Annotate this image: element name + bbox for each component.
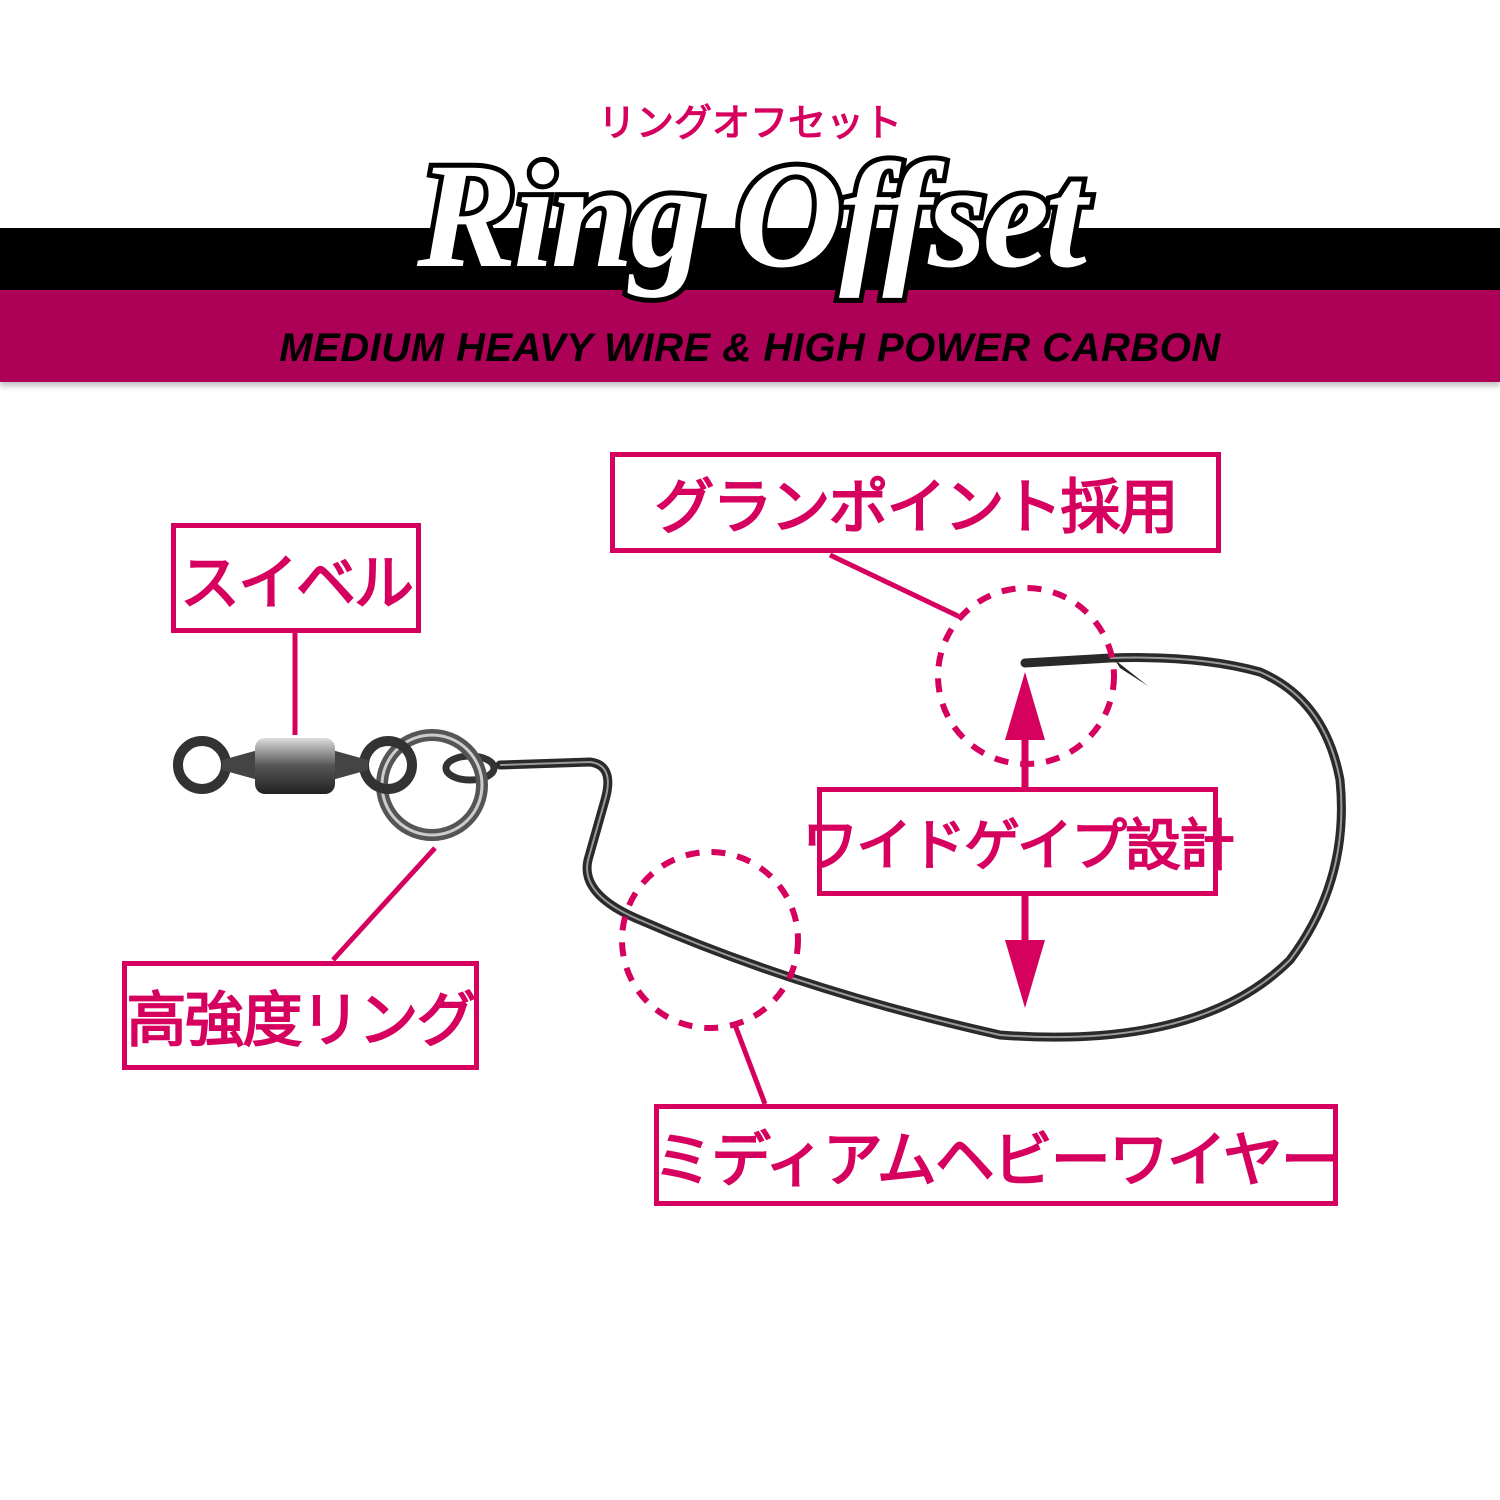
label-medium-heavy-wire: ミディアムヘビーワイヤー xyxy=(653,1104,1341,1206)
leader-line-ring xyxy=(331,846,437,962)
leader-line-gran-point xyxy=(828,552,960,619)
wire-highlight xyxy=(619,849,801,1031)
label-strong-ring: 高強度リング xyxy=(122,961,479,1070)
swivel xyxy=(173,736,417,794)
header-magenta-band xyxy=(0,290,1500,382)
label-swivel: スイベル xyxy=(171,523,421,633)
header-black-band xyxy=(0,228,1500,290)
label-gran-point: グランポイント採用 xyxy=(610,452,1221,553)
subtitle: MEDIUM HEAVY WIRE & HIGH POWER CARBON xyxy=(279,326,1221,370)
hook-barb xyxy=(1115,660,1148,686)
leader-line-wire xyxy=(732,1024,768,1105)
kana-title: リングオフセット xyxy=(597,101,902,145)
label-wide-gape: ワイドゲイプ設計 xyxy=(802,787,1235,896)
logo-text: Ring Offset xyxy=(412,128,1092,304)
